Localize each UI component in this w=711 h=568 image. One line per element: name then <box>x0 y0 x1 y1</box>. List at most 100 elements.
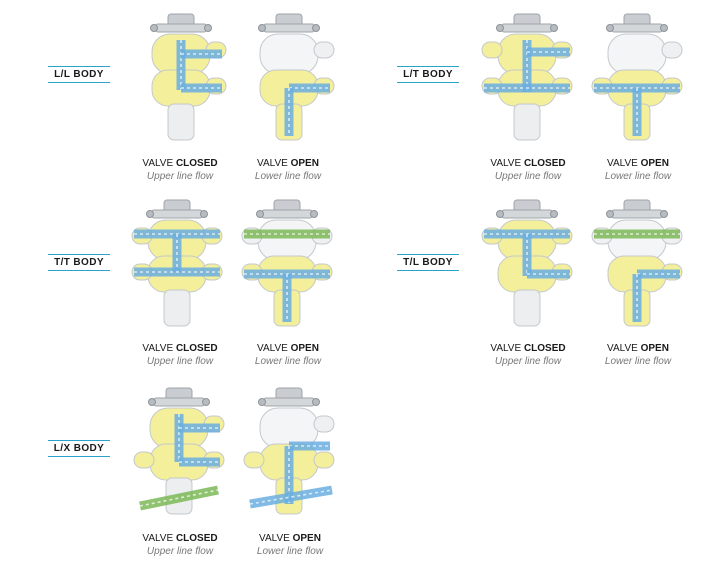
caption-tt-closed: VALVE CLOSED Upper line flow <box>130 342 230 368</box>
valve-ll-closed-illustration <box>150 13 227 141</box>
caption-lt-open: VALVE OPEN Lower line flow <box>588 157 688 183</box>
group-label-text: T/L BODY <box>403 257 453 268</box>
clamp-bolt <box>258 24 266 32</box>
label-rule-bottom <box>397 270 459 271</box>
valve-state: VALVE CLOSED <box>142 343 218 354</box>
clamp-bolt <box>660 210 668 218</box>
lower-left-port <box>243 451 265 469</box>
clamp-ring <box>261 209 313 219</box>
clamp-bolt <box>550 210 558 218</box>
group-label-text: T/T BODY <box>54 257 104 268</box>
clamp-ring <box>611 209 663 219</box>
valve-state: VALVE OPEN <box>257 158 319 169</box>
caption-lt-closed: VALVE CLOSED Upper line flow <box>478 157 578 183</box>
flow-description: Lower line flow <box>256 546 324 557</box>
group-label-ll: L/L BODY <box>48 66 110 83</box>
group-label-tt: T/T BODY <box>48 254 110 271</box>
group-label-text: L/X BODY <box>53 443 105 454</box>
clamp-bolt <box>148 398 156 406</box>
clamp-bolt <box>312 24 320 32</box>
clamp-bolt <box>496 24 504 32</box>
clamp-bolt <box>660 24 668 32</box>
clamp-ring <box>263 397 315 407</box>
upper-right-port <box>313 415 335 433</box>
group-label-text: L/L BODY <box>54 69 104 80</box>
clamp-bolt <box>200 210 208 218</box>
clamp-ring <box>501 23 553 33</box>
clamp-bolt <box>606 24 614 32</box>
caption-ll-open: VALVE OPEN Lower line flow <box>238 157 338 183</box>
valve-state: VALVE OPEN <box>259 533 321 544</box>
clamp-bolt <box>550 24 558 32</box>
label-rule-bottom <box>397 82 459 83</box>
clamp-bolt <box>146 210 154 218</box>
label-rule-top <box>48 254 110 255</box>
valve-state: VALVE CLOSED <box>142 533 218 544</box>
flow-description: Upper line flow <box>146 171 214 182</box>
group-label-lx: L/X BODY <box>48 440 110 457</box>
clamp-ring <box>501 209 553 219</box>
label-rule-top <box>48 440 110 441</box>
caption-tt-open: VALVE OPEN Lower line flow <box>238 342 338 368</box>
upper-body <box>259 33 319 75</box>
label-rule-top <box>397 66 459 67</box>
upper-body <box>607 219 667 261</box>
bottom-outlet <box>513 103 541 141</box>
flow-description: Upper line flow <box>494 356 562 367</box>
valve-state: VALVE OPEN <box>607 343 669 354</box>
clamp-bolt <box>150 24 158 32</box>
clamp-bolt <box>606 210 614 218</box>
flow-description: Lower line flow <box>604 356 672 367</box>
flow-description: Upper line flow <box>146 546 214 557</box>
caption-tl-closed: VALVE CLOSED Upper line flow <box>478 342 578 368</box>
valve-state: VALVE CLOSED <box>490 158 566 169</box>
valve-state: VALVE CLOSED <box>142 158 218 169</box>
label-rule-bottom <box>48 456 110 457</box>
bottom-outlet <box>167 103 195 141</box>
label-rule-bottom <box>48 82 110 83</box>
flow-description: Upper line flow <box>494 171 562 182</box>
bottom-outlet <box>513 289 541 327</box>
valve-tt-open-illustration <box>241 199 333 327</box>
valve-tl-closed-illustration <box>481 199 573 327</box>
clamp-ring <box>153 397 205 407</box>
caption-tl-open: VALVE OPEN Lower line flow <box>588 342 688 368</box>
caption-lx-closed: VALVE CLOSED Upper line flow <box>130 532 230 558</box>
clamp-bolt <box>496 210 504 218</box>
valve-ll-open-illustration <box>258 13 335 141</box>
clamp-ring <box>263 23 315 33</box>
group-label-text: L/T BODY <box>403 69 453 80</box>
valve-tl-open-illustration <box>591 199 683 327</box>
upper-body <box>607 33 667 75</box>
clamp-ring <box>611 23 663 33</box>
clamp-bolt <box>258 398 266 406</box>
flow-description: Upper line flow <box>146 356 214 367</box>
label-rule-top <box>397 254 459 255</box>
clamp-bolt <box>312 398 320 406</box>
flow-description: Lower line flow <box>254 356 322 367</box>
label-rule-bottom <box>48 270 110 271</box>
group-label-lt: L/T BODY <box>397 66 459 83</box>
valve-state: VALVE CLOSED <box>490 343 566 354</box>
valve-lt-closed-illustration <box>481 13 573 141</box>
upper-body <box>257 219 317 261</box>
upper-left-port <box>481 41 503 59</box>
valve-state: VALVE OPEN <box>257 343 319 354</box>
clamp-ring <box>155 23 207 33</box>
valve-state: VALVE OPEN <box>607 158 669 169</box>
valve-lx-closed-illustration <box>133 387 225 515</box>
caption-ll-closed: VALVE CLOSED Upper line flow <box>130 157 230 183</box>
valve-lt-open-illustration <box>591 13 683 141</box>
label-rule-top <box>48 66 110 67</box>
clamp-bolt <box>256 210 264 218</box>
clamp-bolt <box>310 210 318 218</box>
clamp-bolt <box>204 24 212 32</box>
upper-right-port <box>661 41 683 59</box>
upper-right-port <box>313 41 335 59</box>
clamp-bolt <box>202 398 210 406</box>
caption-lx-open: VALVE OPEN Lower line flow <box>240 532 340 558</box>
bottom-outlet <box>163 289 191 327</box>
flow-description: Lower line flow <box>604 171 672 182</box>
valve-lx-open-illustration <box>243 387 335 515</box>
lower-left-port <box>133 451 155 469</box>
